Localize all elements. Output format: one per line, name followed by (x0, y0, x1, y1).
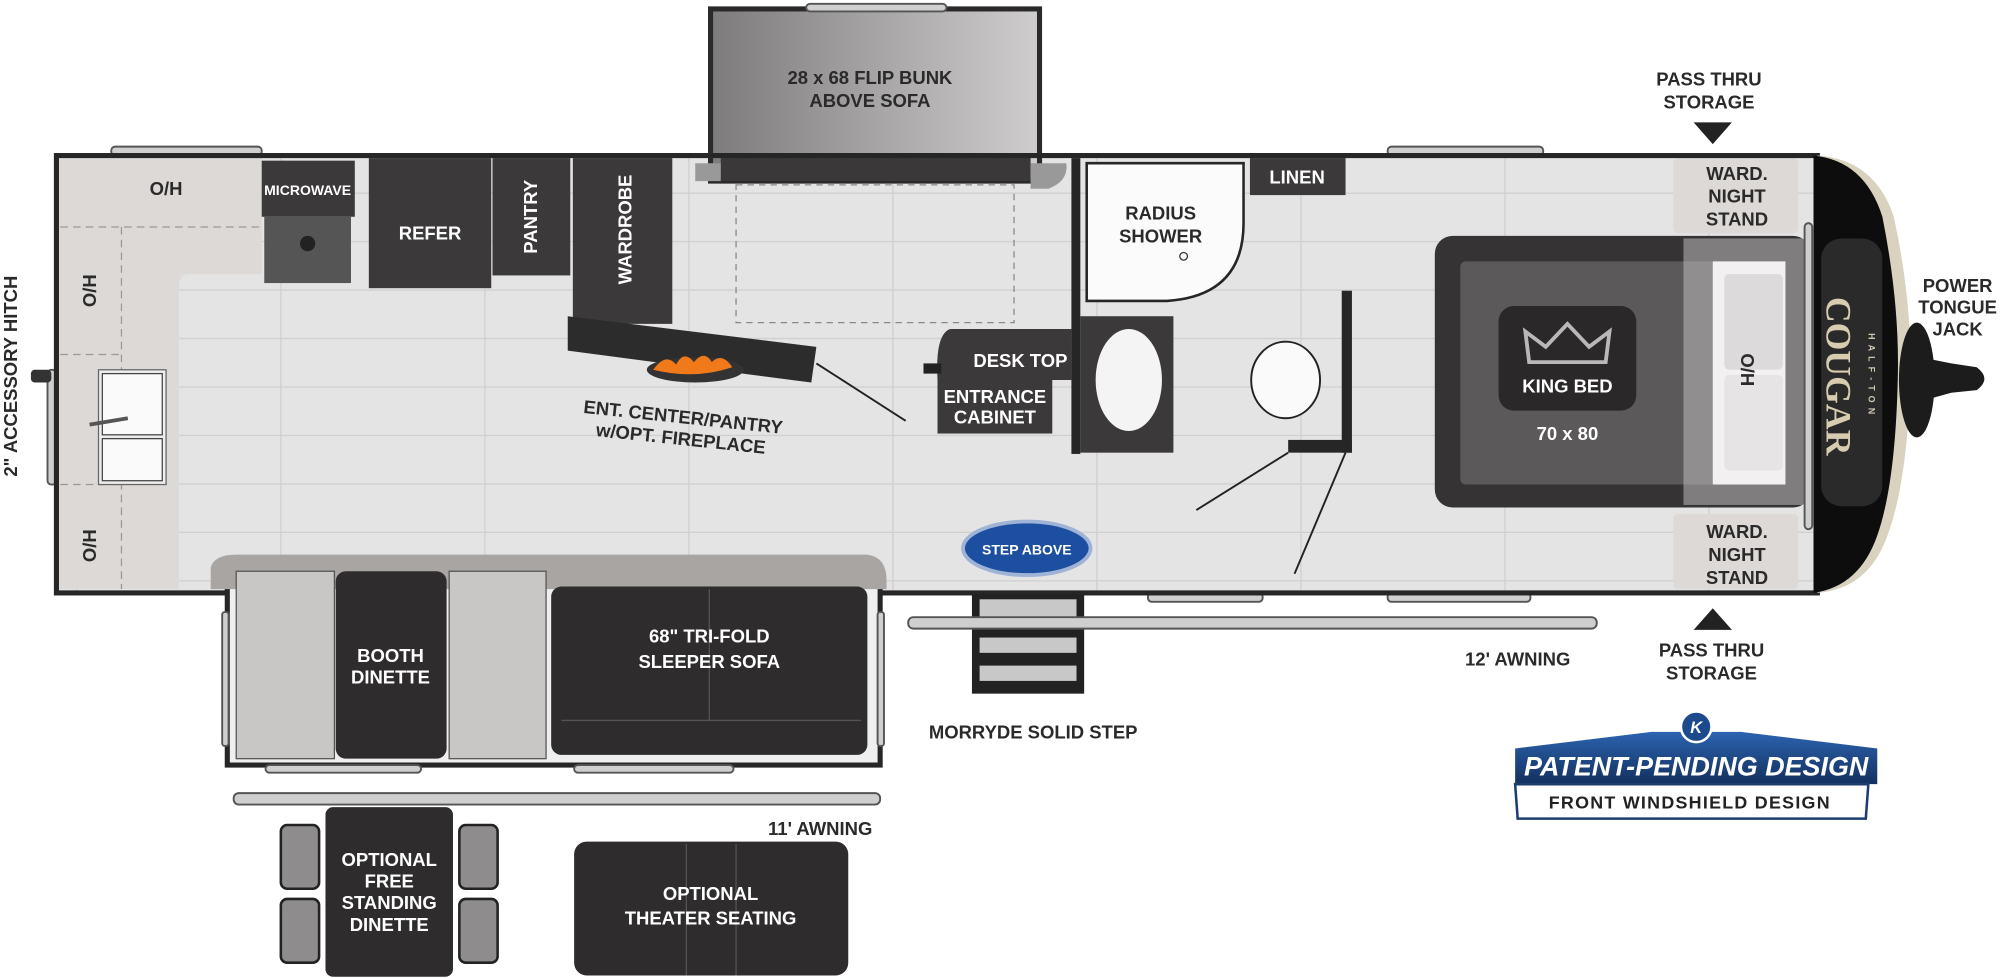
desk-top (937, 328, 1072, 380)
king-bed-label: KING BED (1522, 376, 1612, 397)
cabinet-edge (923, 363, 942, 374)
arrow-down-icon (1693, 122, 1732, 145)
burner-icon (299, 235, 316, 252)
accessory-hitch-label: 2" ACCESSORY HITCH (0, 276, 21, 477)
slide-footprint (735, 184, 1015, 324)
linen-label: LINEN (1269, 167, 1324, 188)
toilet-icon (1250, 340, 1322, 420)
dinette-table (335, 571, 447, 759)
step-label: MORRYDE SOLID STEP (929, 721, 1138, 742)
svg-text:FRONT WINDSHIELD DESIGN: FRONT WINDSHIELD DESIGN (1549, 792, 1831, 812)
entry-step (971, 594, 1085, 694)
window (876, 611, 885, 747)
crown-badge (1498, 306, 1637, 411)
bath-wall (1288, 439, 1352, 453)
microwave-label: MICROWAVE (264, 182, 351, 198)
bath-wall (1341, 290, 1352, 453)
door-swing (815, 362, 907, 422)
booth-seat (448, 570, 547, 760)
desk-top-label: DESK TOP (973, 350, 1067, 371)
slide-seal (805, 2, 948, 13)
pantry (492, 158, 571, 276)
entrance-cabinet (937, 379, 1053, 434)
svg-text:PATENT-PENDING DESIGN: PATENT-PENDING DESIGN (1524, 751, 1869, 781)
refer-label: REFER (399, 223, 462, 244)
cougar-logo-text: COUGAR (1818, 297, 1858, 457)
oh-left-label: O/H (79, 529, 100, 562)
cougar-logo (1821, 238, 1883, 507)
window (221, 611, 230, 747)
linen-cabinet (1249, 158, 1346, 196)
tongue-jack-icon (1898, 322, 1935, 438)
arrow-up-icon (1693, 608, 1732, 630)
wardrobe-label: WARDROBE (614, 175, 635, 285)
bath-sink-icon (1095, 328, 1162, 431)
oh-bed-label: O/H (1737, 353, 1758, 386)
step-above-logo: STEP ABOVE (961, 519, 1093, 577)
awning-11-label: 11' AWNING (768, 818, 872, 839)
awning-12 (907, 616, 1598, 630)
bath-wall (1071, 158, 1081, 454)
cougar-logo-sub: HALF-TON (1866, 333, 1876, 419)
entertainment-center (567, 316, 817, 383)
bed-size-label: 70 x 80 (1537, 423, 1599, 444)
wardrobe (572, 158, 673, 324)
awning-12-label: 12' AWNING (1465, 649, 1570, 670)
drain-icon (1179, 251, 1189, 261)
awning-11 (232, 792, 882, 806)
optional-chairs (279, 823, 499, 964)
night-stand-top (1673, 158, 1799, 234)
booth-seat (235, 570, 336, 760)
optional-dinette-table (325, 807, 453, 977)
hitch-icon (30, 369, 52, 383)
window (573, 764, 735, 774)
microwave (261, 160, 355, 217)
night-stand-bottom (1673, 513, 1799, 590)
fire-icon (653, 355, 733, 375)
flip-bunk-slide (708, 6, 1043, 184)
radius-shower (1085, 161, 1245, 303)
kitchen-sink (89, 369, 167, 486)
svg-text:K: K (1690, 718, 1703, 737)
door-swing (1293, 452, 1347, 575)
oh-left-label: O/H (79, 274, 100, 307)
oh-top-label: O/H (150, 178, 183, 199)
door-swing (1195, 451, 1289, 511)
refrigerator (368, 158, 492, 289)
crown-icon (1522, 321, 1612, 365)
bedroom-window (1803, 222, 1814, 531)
patent-pending-badge: K PATENT-PENDING DESIGN FRONT WINDSHIELD… (1513, 710, 1878, 820)
svg-text:STEP ABOVE: STEP ABOVE (982, 542, 1072, 558)
theater-seating (574, 841, 849, 976)
pillow (1724, 274, 1783, 370)
pillow (1724, 374, 1783, 471)
window (264, 764, 423, 774)
coupler-icon (1919, 357, 1985, 402)
pantry-label: PANTRY (520, 179, 541, 254)
